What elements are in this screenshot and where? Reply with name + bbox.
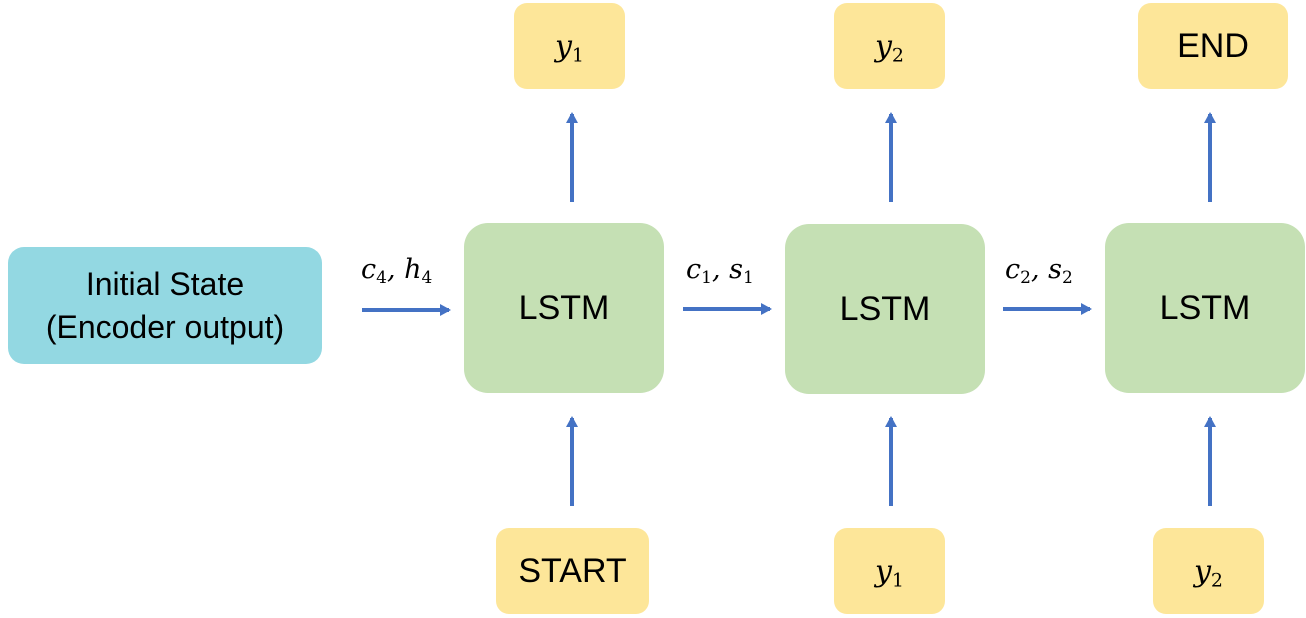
input-token-3: y2	[1153, 528, 1264, 614]
state-label-3: c2, s2	[1005, 254, 1073, 289]
lstm-label: LSTM	[518, 288, 610, 327]
lstm-cell-2: LSTM	[785, 224, 985, 394]
output-token-end: END	[1138, 3, 1288, 89]
lstm-cell-3: LSTM	[1105, 223, 1305, 393]
output-token-1-label: y1	[554, 28, 585, 66]
input-token-start-label: START	[518, 551, 627, 590]
input-token-start: START	[496, 528, 649, 614]
output-token-2: y2	[834, 3, 945, 89]
output-token-2-label: y2	[874, 28, 905, 66]
lstm-label: LSTM	[1159, 288, 1251, 327]
output-token-end-label: END	[1177, 26, 1249, 65]
lstm-label: LSTM	[839, 289, 931, 328]
initial-state-subtitle: (Encoder output)	[45, 308, 285, 345]
output-token-1: y1	[514, 3, 625, 89]
input-token-2-label: y1	[874, 553, 905, 591]
input-token-2: y1	[834, 528, 945, 614]
initial-state-box: Initial State (Encoder output)	[8, 247, 322, 364]
state-label-1: c4, h4	[361, 254, 433, 289]
lstm-cell-1: LSTM	[464, 223, 664, 393]
state-label-2: c1, s1	[686, 254, 754, 289]
input-token-3-label: y2	[1193, 553, 1224, 591]
initial-state-title: Initial State	[85, 265, 245, 302]
